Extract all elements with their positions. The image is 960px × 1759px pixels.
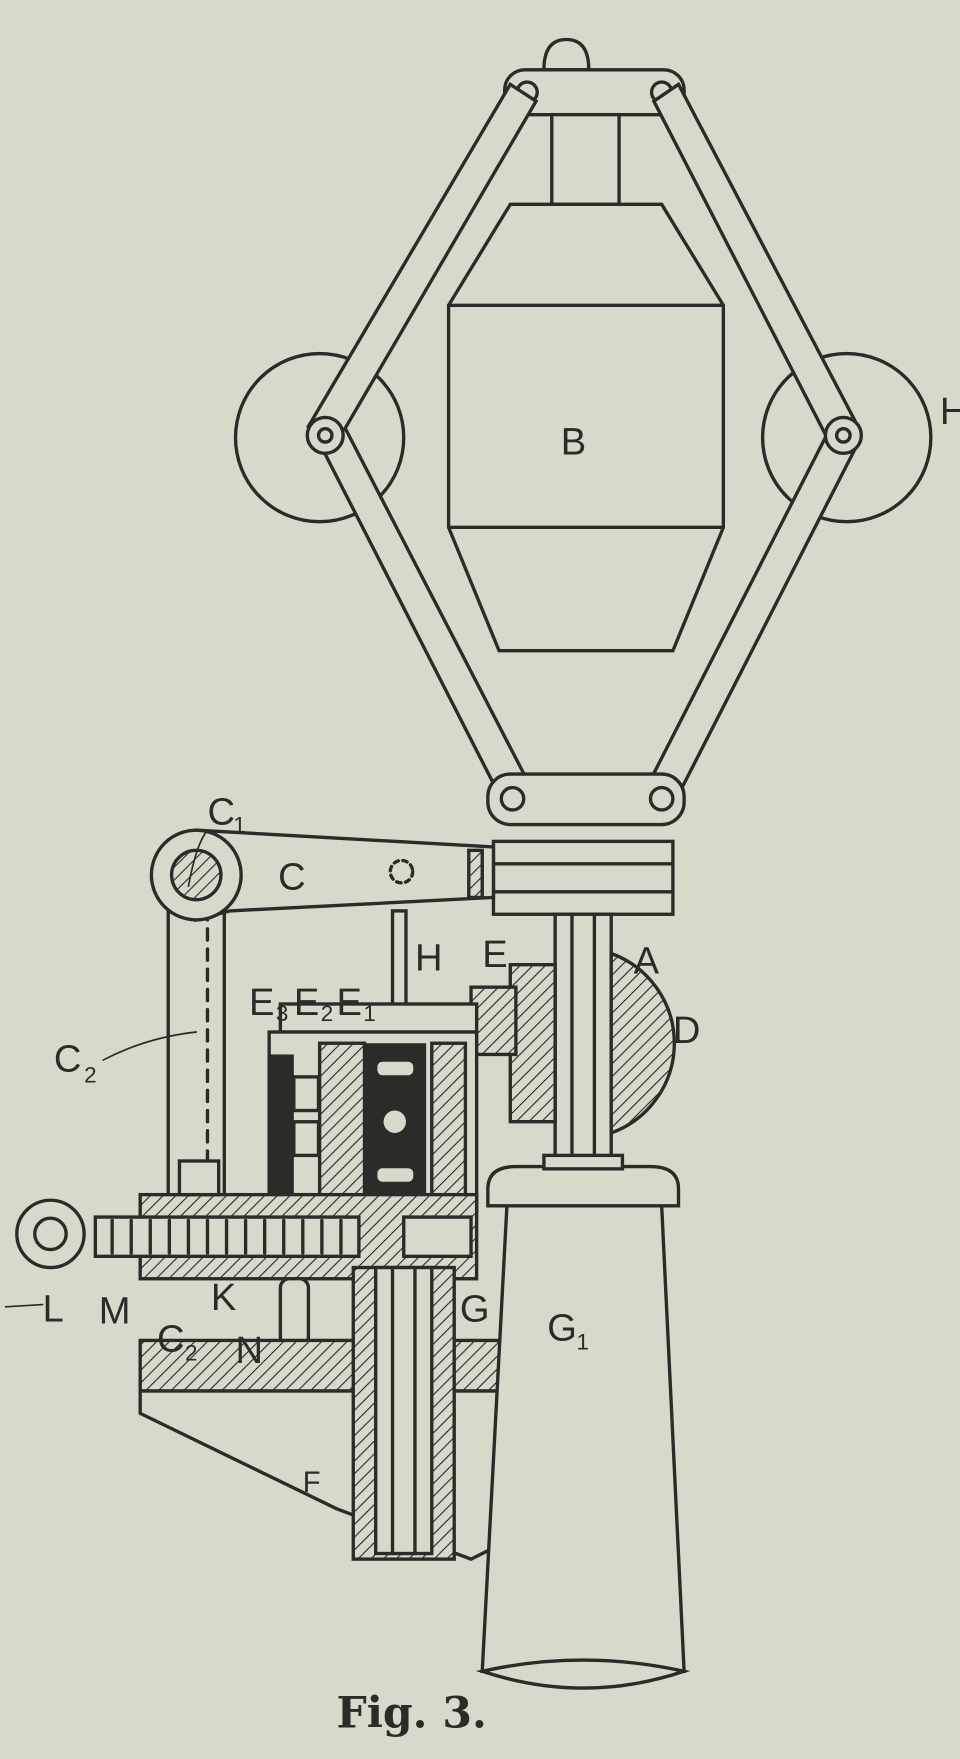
label-E: E [482,933,507,976]
flyball-assembly [233,37,933,916]
pipe-F [374,1265,434,1556]
label-G1-sub: 1 [576,1329,588,1354]
spindle-upper [550,112,621,207]
label-E2-sub: 2 [321,1001,333,1026]
shaft-E [278,1002,479,1034]
lower-collar [486,772,686,827]
column-cap [486,1164,681,1208]
lever-assembly [149,828,496,1225]
label-B: B [561,420,586,463]
label-K: K [211,1276,236,1319]
part-labels: B H C 1 C H E A E 3 E 2 E 1 D C 2 L M K … [4,390,960,1499]
sleeve [491,839,675,916]
adjusting-screw [15,1159,479,1348]
label-G: G [460,1287,490,1330]
label-F: F [303,1467,321,1499]
label-C2-sub: 2 [84,1062,96,1087]
figure-caption: Fig. 3. [336,1688,486,1738]
label-H-ball: H [940,390,960,433]
gear-E [508,963,557,1124]
label-E3: E [249,981,274,1024]
label-M: M [99,1290,131,1333]
label-D: D [673,1009,701,1052]
label-C2-lower: C [157,1318,185,1361]
rod-H [390,909,408,1014]
label-N: N [236,1329,264,1372]
cam-D [609,951,676,1136]
label-C1-sub: 1 [233,812,245,837]
label-H: H [415,936,443,979]
gear-box [267,1030,479,1214]
base-bracket [138,1389,518,1561]
label-E3-sub: 3 [276,1001,288,1026]
spindle [278,912,676,1163]
label-E2: E [294,981,319,1024]
label-C1: C [207,791,235,834]
label-G1: G [547,1306,577,1349]
screw-eye-L [15,1198,86,1270]
weight-B [446,202,726,653]
label-C2: C [54,1037,82,1080]
top-knob [542,37,591,72]
label-E1: E [336,981,361,1024]
spindle-A [553,912,613,1163]
label-L: L [43,1287,64,1330]
base [138,1153,691,1690]
label-C2-lower-sub: 2 [185,1341,197,1366]
label-E1-sub: 1 [363,1001,375,1026]
label-A: A [634,940,660,983]
label-C: C [278,856,306,899]
column-G1 [480,1204,686,1673]
